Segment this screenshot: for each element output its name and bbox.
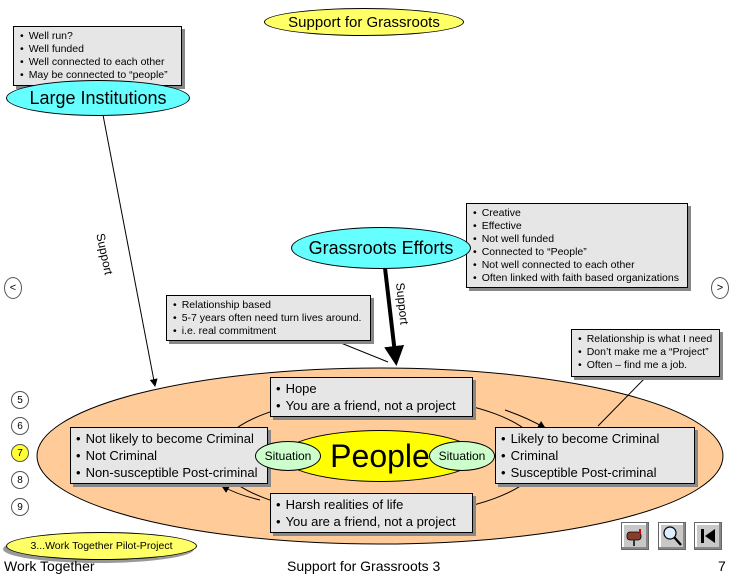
mailbox-button[interactable] bbox=[621, 522, 649, 550]
need-note-item: Relationship is what I need bbox=[578, 333, 713, 346]
institutions-note-item: Well funded bbox=[20, 43, 175, 56]
page-button-label: 9 bbox=[17, 501, 23, 513]
page-title: Support for Grassroots bbox=[264, 8, 464, 36]
need-note-item: Don’t make me a “Project” bbox=[578, 346, 713, 359]
relationship-notes: Relationship based 5-7 years often need … bbox=[166, 295, 371, 341]
situation-left-label: Situation bbox=[264, 449, 312, 463]
grassroots-note-item: Connected to “People” bbox=[473, 246, 681, 259]
not-criminal-box: Not likely to become Criminal Not Crimin… bbox=[70, 427, 268, 484]
mailbox-icon bbox=[626, 529, 642, 546]
not-criminal-box-item: Not likely to become Criminal bbox=[76, 430, 262, 447]
page-button-label: 5 bbox=[17, 394, 23, 406]
relationship-callout-line bbox=[335, 340, 389, 363]
situation-left-node: Situation bbox=[255, 441, 321, 471]
grassroots-note-item: Creative bbox=[473, 207, 681, 220]
not-criminal-box-item: Not Criminal bbox=[76, 447, 262, 464]
situation-right-label: Situation bbox=[438, 449, 486, 463]
page-button-6[interactable]: 6 bbox=[11, 417, 29, 435]
grassroots-notes: Creative Effective Not well funded Conne… bbox=[466, 203, 688, 288]
institutions-support-arrow bbox=[102, 114, 158, 387]
institutions-note-item: Well connected to each other bbox=[20, 56, 175, 69]
page-button-9[interactable]: 9 bbox=[11, 498, 29, 516]
hope-box: Hope You are a friend, not a project bbox=[270, 377, 473, 417]
footer-center: Support for Grassroots 3 bbox=[287, 558, 441, 574]
need-callout-line bbox=[597, 377, 646, 427]
search-button[interactable] bbox=[658, 522, 686, 550]
page-title-text: Support for Grassroots bbox=[288, 13, 440, 31]
harsh-realities-box: Harsh realities of life You are a friend… bbox=[270, 493, 473, 533]
criminal-box: Likely to become Criminal Criminal Susce… bbox=[495, 427, 695, 484]
large-institutions-label: Large Institutions bbox=[29, 87, 167, 108]
large-institutions-node: Large Institutions bbox=[6, 80, 190, 116]
grassroots-note-item: Effective bbox=[473, 220, 681, 233]
page-button-8[interactable]: 8 bbox=[11, 471, 29, 489]
institutions-note-item: Well run? bbox=[20, 30, 175, 43]
criminal-box-item: Criminal bbox=[501, 447, 689, 464]
footer-left: Work Together bbox=[4, 558, 95, 574]
need-note-item: Often – find me a job. bbox=[578, 359, 713, 372]
grassroots-note-item: Often linked with faith based organizati… bbox=[473, 272, 681, 285]
pilot-project-label: 3...Work Together Pilot-Project bbox=[30, 540, 173, 552]
hope-box-item: You are a friend, not a project bbox=[276, 397, 467, 414]
criminal-box-item: Likely to become Criminal bbox=[501, 430, 689, 447]
not-criminal-box-item: Non-susceptible Post-criminal bbox=[76, 464, 262, 481]
situation-right-node: Situation bbox=[429, 441, 495, 471]
page-button-label: 7 bbox=[17, 447, 23, 459]
harsh-realities-box-item: You are a friend, not a project bbox=[276, 513, 467, 530]
grassroots-note-item: Not well funded bbox=[473, 233, 681, 246]
grassroots-note-item: Not well connected to each other bbox=[473, 259, 681, 272]
relationship-note-item: Relationship based bbox=[173, 299, 364, 312]
hope-box-item: Hope bbox=[276, 380, 467, 397]
footer-page-number: 7 bbox=[718, 558, 726, 574]
criminal-box-item: Susceptible Post-criminal bbox=[501, 464, 689, 481]
grassroots-support-arrow bbox=[383, 267, 405, 366]
magnifier-icon bbox=[663, 526, 682, 546]
chevron-right-icon: > bbox=[716, 282, 724, 294]
pilot-project-link[interactable]: 3...Work Together Pilot-Project bbox=[6, 532, 197, 560]
people-label: People bbox=[330, 437, 430, 474]
page-button-7[interactable]: 7 bbox=[11, 444, 29, 462]
page-button-label: 6 bbox=[17, 420, 23, 432]
chevron-left-icon: < bbox=[9, 282, 17, 294]
grassroots-node: Grassroots Efforts bbox=[291, 227, 471, 269]
first-page-icon bbox=[701, 529, 715, 543]
institutions-note-item: May be connected to “people” bbox=[20, 69, 175, 82]
relationship-note-item: 5-7 years often need turn lives around. bbox=[173, 312, 364, 325]
next-button[interactable]: > bbox=[711, 277, 729, 299]
institutions-notes: Well run? Well funded Well connected to … bbox=[13, 26, 182, 86]
harsh-realities-box-item: Harsh realities of life bbox=[276, 496, 467, 513]
grassroots-label: Grassroots Efforts bbox=[308, 237, 454, 258]
page-button-label: 8 bbox=[17, 474, 23, 486]
cycle-arrow-right bbox=[504, 409, 546, 429]
cycle-arrow-left bbox=[221, 485, 261, 501]
relationship-note-item: i.e. real commitment bbox=[173, 325, 364, 338]
prev-button[interactable]: < bbox=[4, 277, 22, 299]
need-notes: Relationship is what I need Don’t make m… bbox=[571, 329, 720, 377]
first-page-button[interactable] bbox=[694, 522, 722, 550]
page-button-5[interactable]: 5 bbox=[11, 391, 29, 409]
